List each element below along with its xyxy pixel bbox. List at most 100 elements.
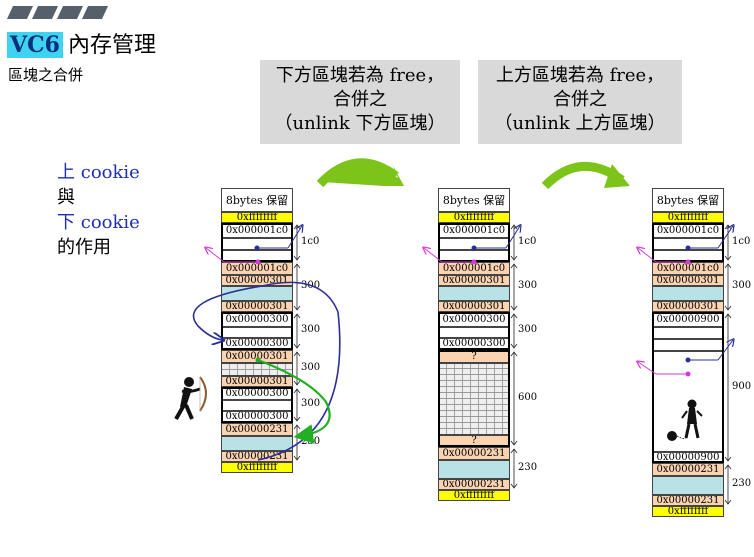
- size-bracket-tip: [510, 448, 518, 454]
- size-bracket-tip: [510, 263, 518, 269]
- legend-cookie: cookie: [80, 162, 140, 183]
- reserved-header: 8bytes 保留: [652, 188, 724, 212]
- size-bracket-tip: [510, 305, 518, 311]
- step-arrow-1: [322, 163, 404, 186]
- block-body: [221, 436, 293, 451]
- note-line: （unlink 上方區塊）: [494, 113, 666, 134]
- size-label: 300: [301, 280, 321, 291]
- size-label: 600: [518, 391, 538, 403]
- vc6-badge: VC6: [7, 32, 63, 58]
- sentinel-cell: 0xffffffff: [221, 212, 293, 223]
- size-bracket-tip: [724, 456, 732, 462]
- free-block-outline: [221, 223, 293, 262]
- size-bracket-tip: [724, 305, 732, 311]
- cookie-cell: 0x00000301: [221, 275, 293, 286]
- block-body: [221, 363, 293, 376]
- size-label: 300: [732, 280, 752, 291]
- cookie-cell: 0x00000301: [652, 275, 724, 286]
- size-bracket-tip: [724, 499, 732, 505]
- note-line: （unlink 下方區塊）: [274, 113, 446, 134]
- size-bracket-tip: [510, 440, 518, 446]
- size-label: 1c0: [732, 235, 751, 247]
- cookie-cell: 0x000001c0: [438, 262, 510, 275]
- size-bracket-tip: [510, 483, 518, 489]
- title-row: VC6 內存管理: [7, 27, 156, 59]
- sentinel-cell: 0xffffffff: [438, 490, 510, 501]
- block-body: [438, 363, 510, 435]
- size-bracket-tip: [510, 313, 518, 319]
- sentinel-cell: 0xffffffff: [652, 506, 724, 517]
- size-label: 300: [518, 324, 538, 335]
- legend-cookie: cookie: [80, 212, 140, 233]
- title-decoration: [6, 4, 110, 23]
- reserved-header: 8bytes 保留: [438, 188, 510, 212]
- cookie-cell: 0x00000231: [438, 447, 510, 460]
- size-bracket-tip: [724, 255, 732, 261]
- free-block-outline: [438, 350, 510, 447]
- free-block-outline: [221, 387, 293, 423]
- block-body: [652, 286, 724, 301]
- free-block-outline: [438, 223, 510, 262]
- cookie-cell: 0x000001c0: [652, 262, 724, 275]
- free-block-outline: [652, 223, 724, 262]
- sentinel-cell: 0xffffffff: [652, 212, 724, 223]
- size-bracket-tip: [510, 255, 518, 261]
- step-arrow-2-head: [604, 164, 630, 188]
- cookie-cell: 0x00000301: [221, 350, 293, 363]
- block-body: [221, 286, 293, 301]
- size-bracket-tip: [724, 464, 732, 470]
- legend-lower: 下: [57, 212, 75, 233]
- block-body: [438, 460, 510, 479]
- legend-role: 的作用: [57, 237, 111, 258]
- sentinel-cell: 0xffffffff: [438, 212, 510, 223]
- note-merge-lower: 下方區塊若為 free， 合併之 （unlink 下方區塊）: [260, 60, 460, 144]
- note-line: 下方區塊若為 free，: [275, 65, 445, 86]
- size-label: 300: [301, 361, 321, 373]
- size-label: 1c0: [301, 235, 320, 247]
- free-block-outline: [221, 312, 293, 350]
- cookie-cell: 0x000001c0: [221, 262, 293, 275]
- block-body: [652, 476, 724, 495]
- archer-figure: [174, 376, 207, 420]
- legend-upper: 上: [57, 162, 75, 183]
- size-label: 300: [301, 398, 321, 409]
- note-line: 合併之: [553, 89, 607, 110]
- note-merge-upper: 上方區塊若為 free， 合併之 （unlink 上方區塊）: [478, 60, 682, 144]
- cookie-cell: 0x00000301: [438, 301, 510, 312]
- size-label: 1c0: [518, 235, 537, 247]
- size-label: 230: [301, 435, 321, 447]
- cookie-legend: 上 cookie 與 下 cookie 的作用: [57, 160, 140, 260]
- size-label: 230: [518, 461, 538, 473]
- cookie-cell: 0x00000301: [438, 275, 510, 286]
- size-label: 900: [732, 380, 752, 392]
- step-arrow-1-tail: [316, 158, 399, 188]
- size-bracket-tip: [724, 263, 732, 269]
- size-label: 300: [518, 280, 538, 291]
- note-line: 合併之: [333, 89, 387, 110]
- reserved-header: 8bytes 保留: [221, 188, 293, 212]
- block-body: [438, 286, 510, 301]
- cookie-cell: 0x00000301: [221, 301, 293, 312]
- size-bracket-tip: [724, 313, 732, 319]
- size-label: 230: [732, 477, 752, 489]
- size-bracket-tip: [293, 263, 301, 269]
- page-title: 內存管理: [67, 33, 156, 58]
- cookie-cell: 0x00000231: [652, 495, 724, 506]
- cookie-cell: 0x00000231: [221, 451, 293, 462]
- step-arrow-2: [541, 162, 625, 190]
- cookie-cell: 0x00000301: [221, 376, 293, 387]
- cookie-cell: 0x00000301: [652, 301, 724, 312]
- size-label: 300: [301, 324, 321, 335]
- page-subtitle: 區塊之合併: [8, 66, 84, 84]
- sentinel-cell: 0xffffffff: [221, 462, 293, 473]
- size-bracket-tip: [293, 255, 301, 261]
- cookie-cell: 0x00000231: [221, 423, 293, 436]
- legend-with: 與: [57, 187, 75, 208]
- note-line: 上方區塊若為 free，: [495, 65, 665, 86]
- cookie-cell: 0x00000231: [652, 463, 724, 476]
- free-block-outline: [438, 312, 510, 350]
- cookie-cell: 0x00000231: [438, 479, 510, 490]
